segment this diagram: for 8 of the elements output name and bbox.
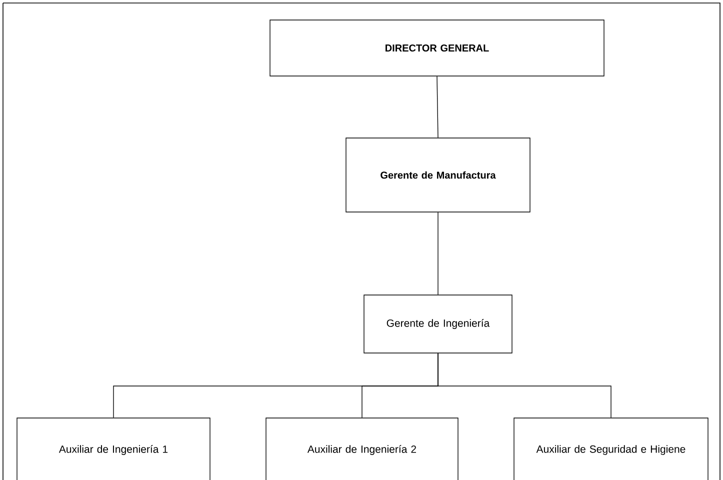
connector-line [438, 353, 612, 418]
position-box: Auxiliar de Seguridad e Higiene [514, 418, 708, 480]
position-box: Auxiliar de Ingeniería 1 [16, 418, 210, 480]
position-box: Auxiliar de Ingeniería 2 [266, 418, 458, 480]
position-box: Gerente de Manufactura [346, 138, 530, 212]
connector-line [436, 76, 438, 138]
position-box: Gerente de Ingeniería [364, 294, 512, 354]
position-box: DIRECTOR GENERAL [270, 20, 604, 76]
